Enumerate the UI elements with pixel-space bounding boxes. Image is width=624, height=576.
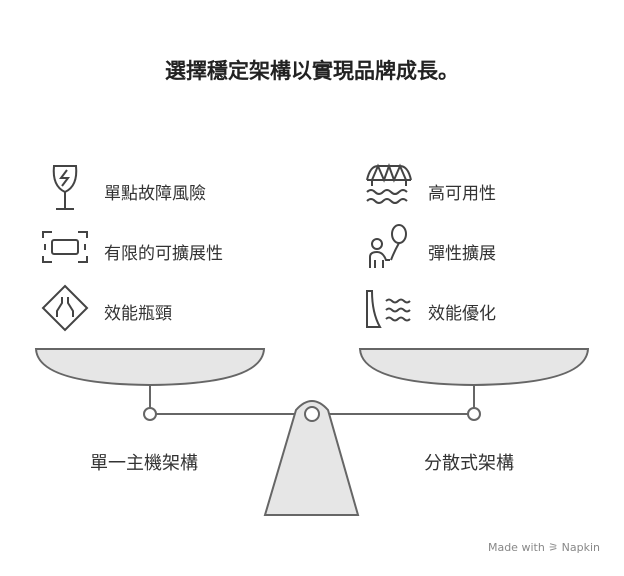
dam-water-icon — [366, 290, 411, 328]
left-joint — [143, 407, 157, 421]
pivot — [304, 406, 320, 422]
right-pan — [358, 348, 590, 387]
left-pan — [34, 348, 266, 387]
bounded-box-icon — [42, 231, 88, 263]
bridge-over-water-icon — [366, 163, 412, 204]
left-item-label: 有限的可擴展性 — [104, 244, 223, 264]
fulcrum — [263, 400, 360, 516]
broken-glass-icon — [52, 165, 78, 210]
right-side-label: 分散式架構 — [424, 453, 514, 474]
right-item-label: 彈性擴展 — [428, 244, 496, 264]
right-item-label: 效能優化 — [428, 304, 496, 324]
page-title: 選擇穩定架構以實現品牌成長。 — [165, 59, 459, 83]
road-narrowing-sign-icon — [41, 284, 89, 332]
right-joint — [467, 407, 481, 421]
watermark: Made with ⚞ Napkin — [487, 541, 600, 554]
left-item-label: 單點故障風險 — [104, 184, 206, 204]
left-side-label: 單一主機架構 — [90, 453, 198, 474]
left-item-label: 效能瓶頸 — [104, 304, 172, 324]
person-with-balloon-icon — [369, 224, 407, 268]
right-item-label: 高可用性 — [428, 184, 496, 204]
